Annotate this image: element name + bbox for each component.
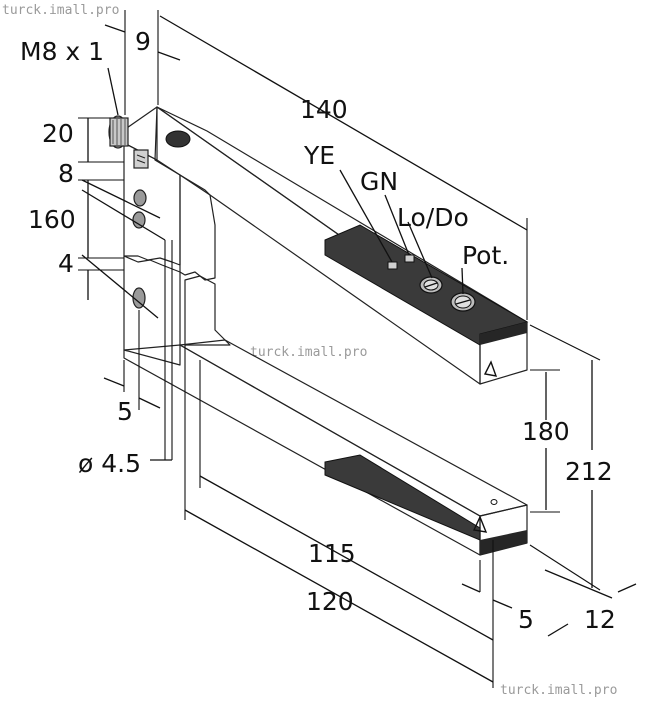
label-lo-do: Lo/Do [397,203,469,232]
dim-120: 120 [306,587,354,616]
ye-led-icon [387,261,398,270]
fork-body [108,106,529,556]
label-gn: GN [360,167,398,196]
dimension-lines [78,10,637,688]
lower-arm-top-face [179,339,528,517]
dim-160: 160 [28,205,76,234]
teach-button-icon [133,149,149,169]
lower-arm-dot-icon [490,499,498,505]
emitter-triangle-icon-upper [483,360,498,377]
mounting-hole-middle [132,211,146,229]
dim-4: 4 [58,249,74,278]
upper-panel-side [480,322,527,345]
label-pot: Pot. [462,241,509,270]
dim-20: 20 [42,119,74,148]
dim-9: 9 [135,27,151,56]
slot-inner-wall [179,174,216,281]
lower-arm-dark-base [480,530,527,555]
mounting-hole-upper [133,189,147,207]
dim-140: 140 [300,95,348,124]
spine-front-face [123,142,181,266]
dim-5-right: 5 [518,605,534,634]
watermark-middle: turck.imall.pro [250,345,367,360]
pot-knob-icon [450,292,476,312]
slot-inner-wall-lower [184,275,231,346]
dim-115: 115 [308,539,356,568]
dim-thread-m8: M8 x 1 [20,37,104,66]
dim-212: 212 [565,457,613,486]
watermark-top: turck.imall.pro [2,3,119,18]
receiver-triangle-icon-lower [472,515,488,533]
gn-led-icon [404,254,415,263]
spine-lower-front-face [123,255,181,366]
m8-connector [108,115,129,149]
dim-12: 12 [584,605,616,634]
lower-lens-strip [324,454,481,541]
label-ye: YE [303,141,335,170]
dim-5-left: 5 [117,397,133,426]
dim-diameter-4-5: ø 4.5 [78,449,141,478]
top-face-hole [165,130,191,148]
dim-8: 8 [58,159,74,188]
lodo-switch-icon [419,276,443,294]
dim-180: 180 [522,417,570,446]
watermark-bottom: turck.imall.pro [500,683,617,698]
